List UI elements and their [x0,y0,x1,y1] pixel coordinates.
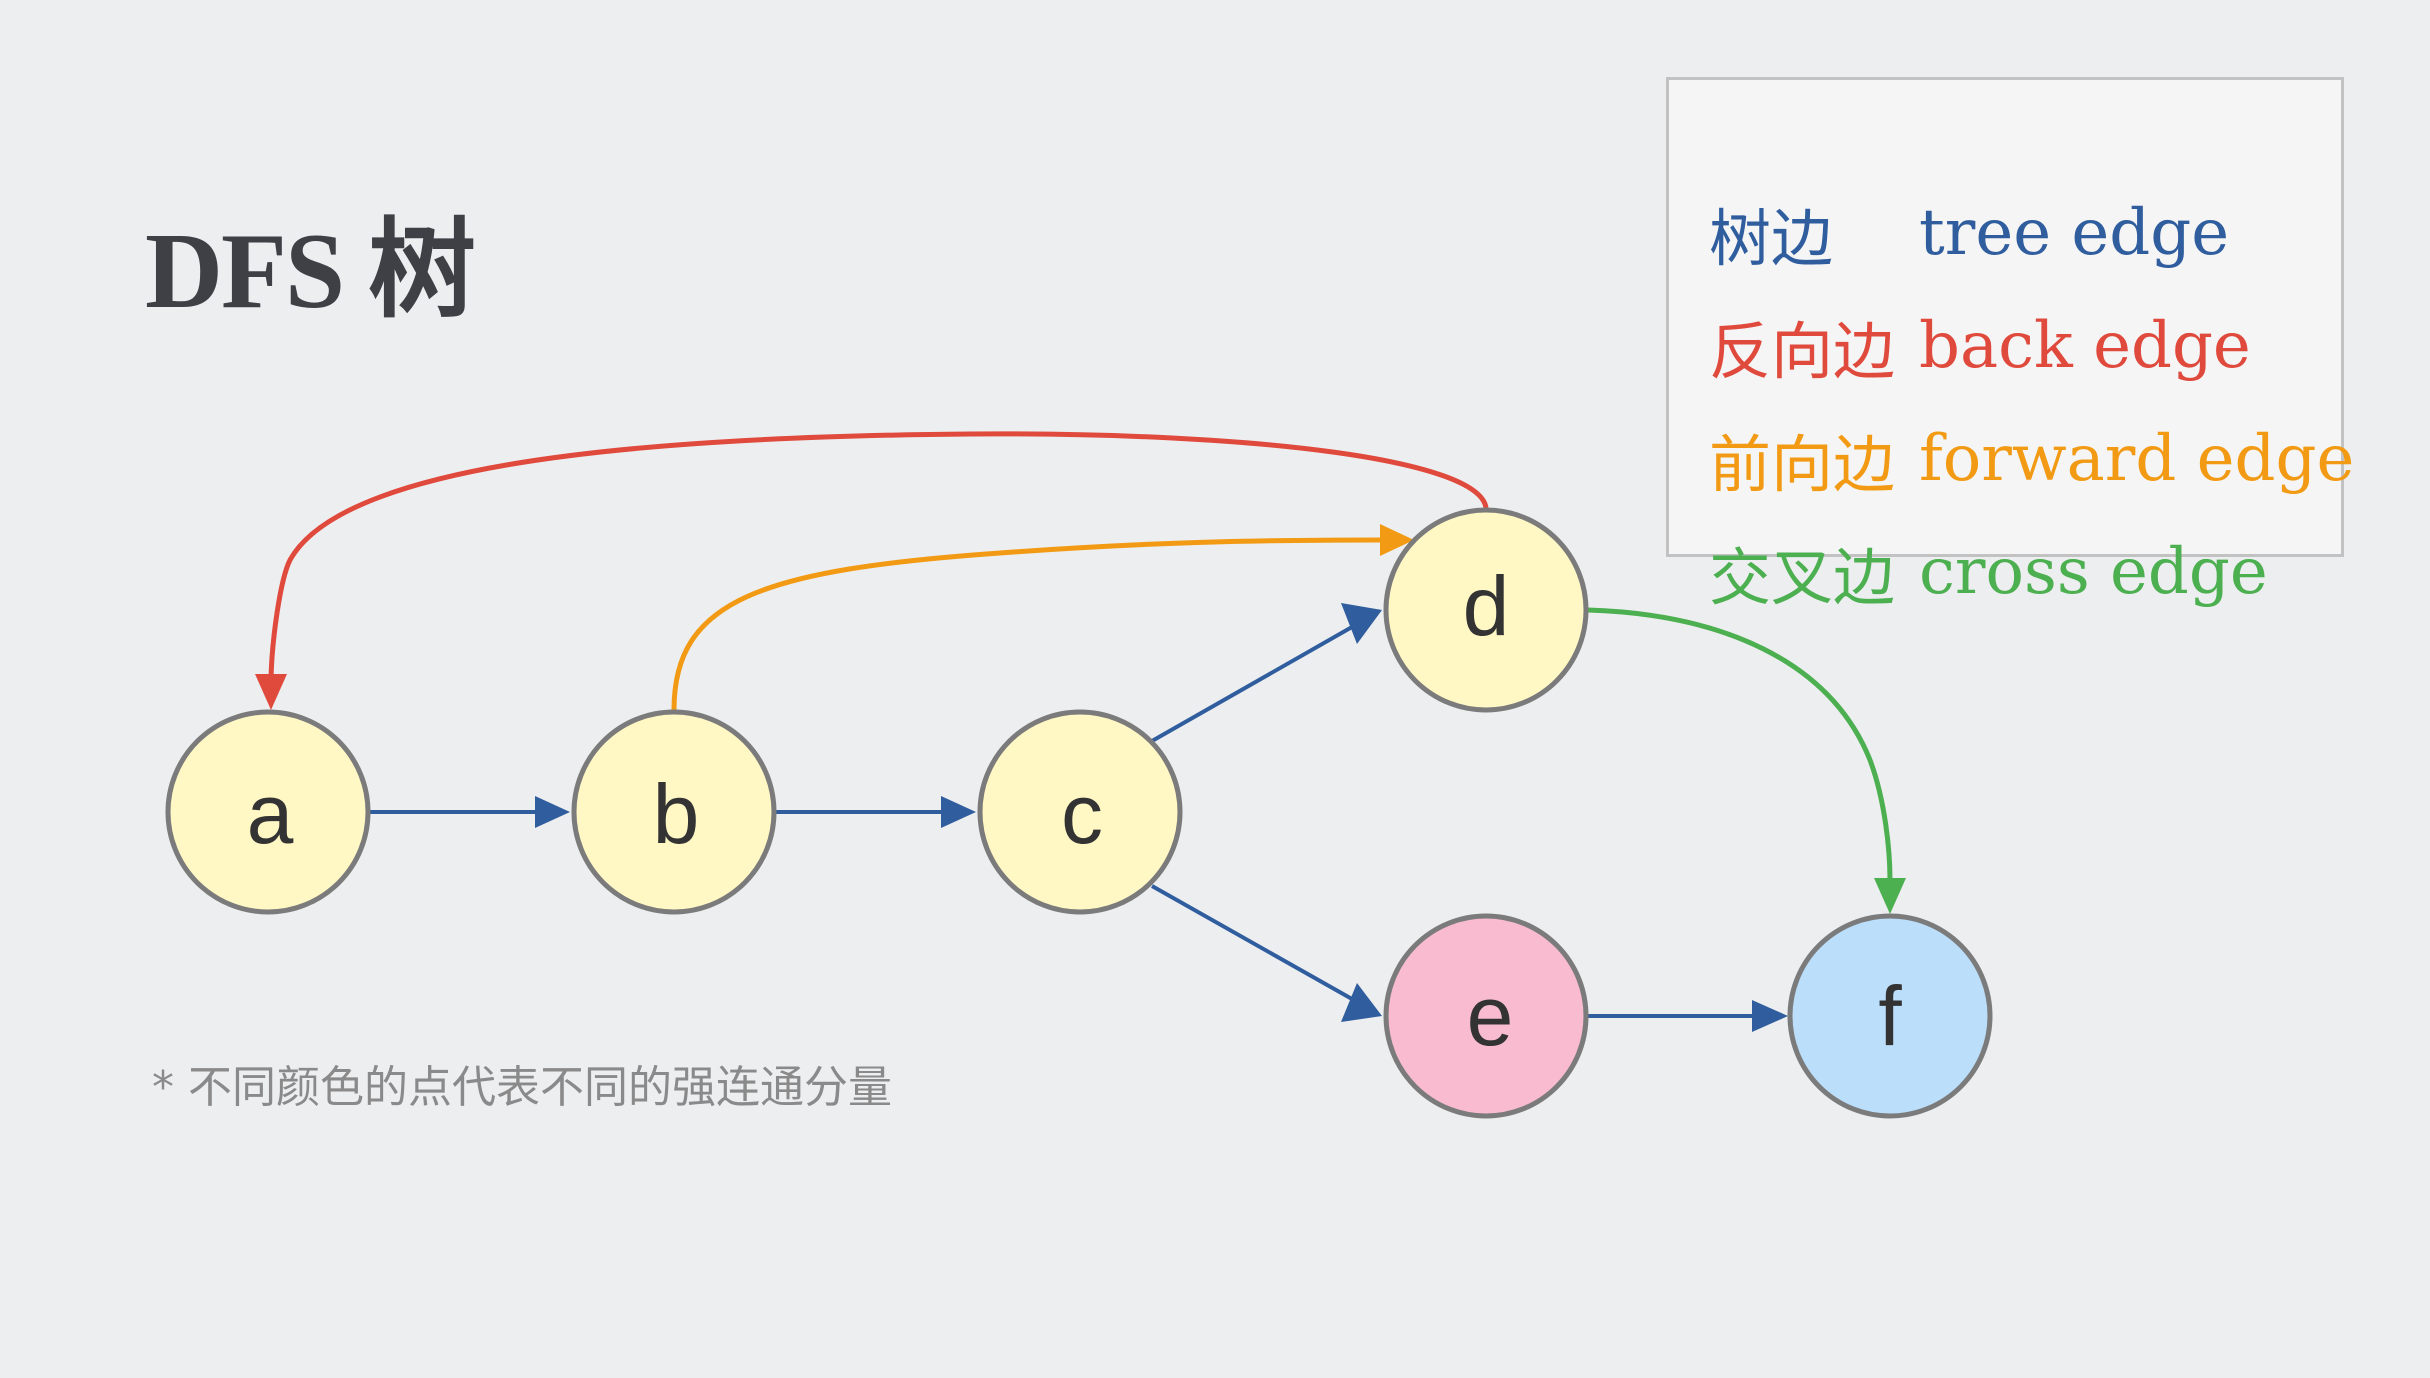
node-f: f [1787,913,1993,1119]
node-f-label: f [1878,969,1902,1063]
tree-edges [370,603,1788,1032]
arrowhead-c-e [1341,983,1382,1022]
arrowhead-d-f [1874,878,1906,914]
legend-zh-label: 反向边 [1709,315,1896,388]
legend-row-back-edge: 反向边 back edge [1709,306,2251,388]
node-c-circle [977,709,1183,915]
arrowhead-c-d [1341,603,1382,644]
edge-d-a-back [268,431,1489,679]
legend-en-label: back edge [1919,309,2251,383]
page-title: DFS 树 [145,212,476,331]
legend-row-cross-edge: 交叉边 cross edge [1709,532,2268,614]
node-b: b [571,709,777,915]
node-d-circle [1383,507,1589,713]
node-d: d [1383,507,1589,713]
legend-en-label: forward edge [1919,422,2355,496]
legend-row-forward-edge: 前向边 forward edge [1709,419,2355,501]
node-c-label: c [1061,767,1103,861]
edge-b-d-forward [671,537,1381,711]
arrowhead-b-c [941,796,976,828]
legend-zh-label: 树边 [1709,202,1834,275]
footnote: * 不同颜色的点代表不同的强连通分量 [152,1062,892,1113]
legend-zh-label: 交叉边 [1709,541,1896,614]
edge-c-e [1151,884,1353,1001]
node-f-circle [1787,913,1993,1119]
arrowhead-d-a [255,674,287,710]
node-c: c [977,709,1183,915]
arrowhead-e-f [1752,1000,1788,1032]
edge-c-d [1151,625,1353,743]
node-e-label: e [1467,969,1514,1063]
node-e-circle [1383,913,1589,1119]
arrowhead-b-d [1380,524,1414,556]
node-a: a [165,709,371,915]
node-b-circle [571,709,777,915]
edge-d-f-cross [1587,607,1893,881]
node-a-label: a [247,767,294,861]
legend-zh-label: 前向边 [1709,428,1896,501]
legend-row-tree-edge: 树边 tree edge [1709,193,2230,275]
legend-en-label: cross edge [1919,535,2268,609]
node-e: e [1383,913,1589,1119]
node-d-label: d [1463,559,1510,653]
legend-en-label: tree edge [1919,196,2230,270]
node-a-circle [165,709,371,915]
legend-box: 树边 tree edge 反向边 back edge 前向边 forward e… [1666,77,2354,614]
node-b-label: b [653,767,700,861]
arrowhead-a-b [535,796,570,828]
